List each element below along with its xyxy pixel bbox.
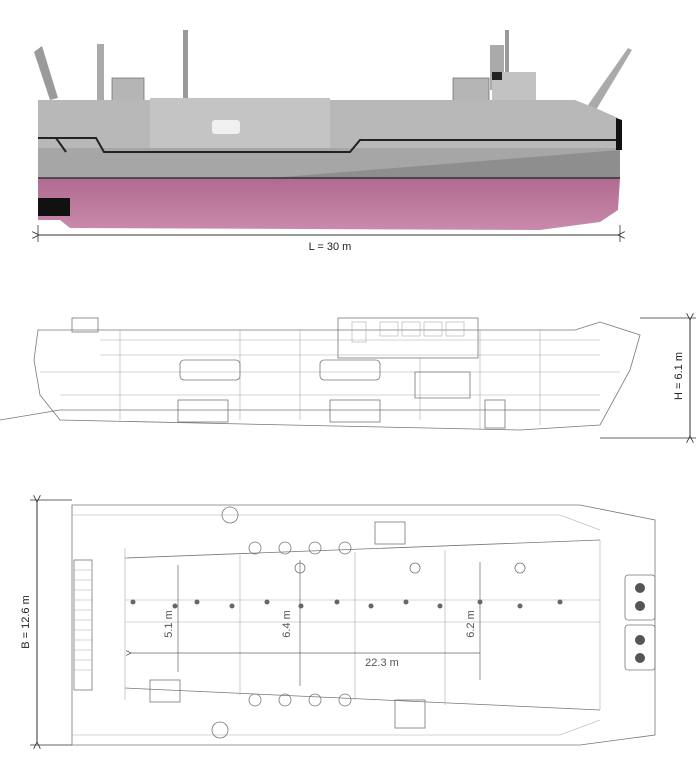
beam-label: B = 12.6 m bbox=[20, 595, 32, 649]
dimension-5-1: 5.1 m bbox=[163, 610, 175, 638]
side-elevation: H = 6.1 m bbox=[0, 318, 696, 438]
height-label: H = 6.1 m bbox=[673, 352, 685, 400]
length-label: L = 30 m bbox=[309, 241, 352, 253]
dimension-22-3: 22.3 m bbox=[365, 657, 399, 669]
dimension-6-2: 6.2 m bbox=[465, 610, 477, 638]
dimension-6-4: 6.4 m bbox=[281, 610, 293, 638]
plan-view: 5.1 m 6.4 m 6.2 m 22.3 m B = 12.6 m bbox=[20, 500, 656, 745]
profile-render: L = 30 m bbox=[34, 30, 632, 253]
